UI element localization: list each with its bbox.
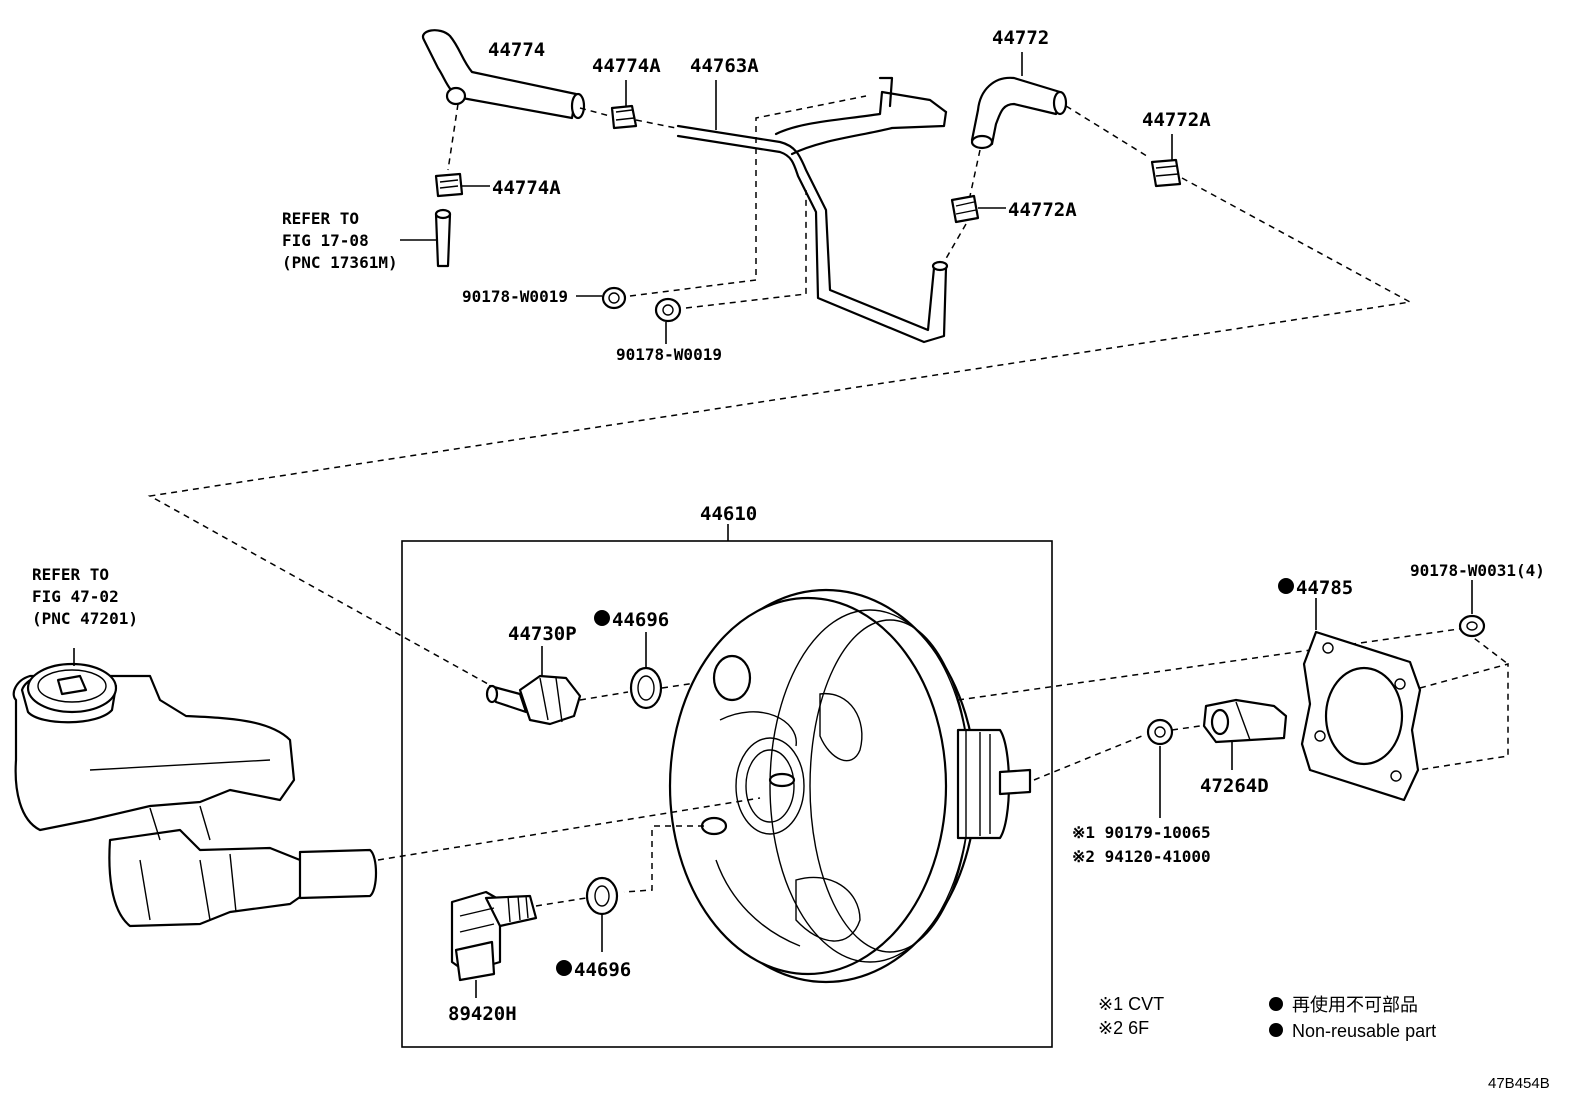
sensor-89420H[interactable] <box>450 890 538 982</box>
label-90178-W0031: 90178-W0031(4) <box>1410 561 1545 580</box>
dash-44772-down <box>969 149 981 197</box>
refer-left-line2: FIG 47-02 <box>32 587 119 606</box>
dash-nut-a <box>629 95 867 297</box>
hose-44774[interactable] <box>421 29 586 120</box>
pipe-refer-17-08 <box>434 208 452 268</box>
label-47264D: 47264D <box>1200 775 1269 797</box>
nut-90178-W0019-b[interactable] <box>654 297 682 323</box>
refer-top-line1: REFER TO <box>282 209 359 228</box>
refer-left-line1: REFER TO <box>32 565 109 584</box>
dash-lower-grommet <box>623 830 653 893</box>
label-90179-10065: ※1 90179-10065 <box>1072 823 1211 842</box>
refer-left-line3: (PNC 47201) <box>32 609 138 628</box>
dash-nut-to-box <box>1465 631 1509 665</box>
nut-90179-10065[interactable] <box>1146 718 1174 746</box>
dash-hose-to-clamp <box>579 107 611 117</box>
dash-booster-to-nut-top <box>957 627 1467 701</box>
label-44696-bottom: 44696 <box>574 959 631 981</box>
non-reusable-dot-44785 <box>1278 578 1294 594</box>
label-94120-41000: ※2 94120-41000 <box>1072 847 1211 866</box>
vacuum-pipe-44763A[interactable] <box>676 76 949 344</box>
label-44774A-top: 44774A <box>592 55 661 77</box>
label-44730P: 44730P <box>508 623 577 645</box>
clamp-44772A-mid[interactable] <box>950 194 980 224</box>
label-44610: 44610 <box>700 503 757 525</box>
nut-90178-W0019-a[interactable] <box>601 286 627 310</box>
dash-mastercyl-to-booster <box>377 797 761 861</box>
label-44774: 44774 <box>488 39 545 61</box>
refer-top-line2: FIG 17-08 <box>282 231 369 250</box>
legend-jp: 再使用不可部品 <box>1292 995 1418 1015</box>
label-44774A-left: 44774A <box>492 177 561 199</box>
dash-sensor-to-grommet <box>535 897 587 907</box>
hose-44772[interactable] <box>970 76 1068 150</box>
dash-nut-b <box>685 190 807 309</box>
dash-clamp-to-pipe <box>635 119 677 129</box>
label-44772A-right: 44772A <box>1142 109 1211 131</box>
master-cylinder-reservoir <box>12 662 378 928</box>
dash-valve-to-grommet <box>579 691 629 701</box>
legend-dot-en <box>1269 1023 1283 1037</box>
non-reusable-dot-44696-top <box>594 610 610 626</box>
label-90178-W0019-a: 90178-W0019 <box>462 287 568 306</box>
clamp-44774A-left[interactable] <box>434 172 464 198</box>
footnote-6f: ※2 6F <box>1098 1018 1149 1038</box>
nut-90178-W0031[interactable] <box>1458 614 1486 638</box>
label-44772A-mid: 44772A <box>1008 199 1077 221</box>
footnote-cvt: ※1 CVT <box>1098 994 1164 1014</box>
dash-44772-right <box>1065 105 1151 159</box>
dash-clamp-to-pipe-end <box>943 223 967 263</box>
dash-44774-to-clamp <box>447 103 459 171</box>
label-89420H: 89420H <box>448 1003 517 1025</box>
check-valve-44730P[interactable] <box>485 674 582 726</box>
booster-assembly-box <box>401 540 1053 1048</box>
clamp-44774A-top[interactable] <box>610 104 638 130</box>
dash-nut-to-clevis <box>1171 725 1201 731</box>
grommet-44696-bottom[interactable] <box>585 876 619 916</box>
gasket-44785[interactable] <box>1300 630 1422 802</box>
clamp-44772A-right[interactable] <box>1150 158 1182 188</box>
label-90178-W0019-b: 90178-W0019 <box>616 345 722 364</box>
legend-en: Non-reusable part <box>1292 1021 1436 1041</box>
vacuum-booster-44610[interactable] <box>668 588 1032 984</box>
dash-long-to-booster <box>147 177 1413 685</box>
dash-gasket-box <box>1417 663 1509 771</box>
label-44763A: 44763A <box>690 55 759 77</box>
label-44772: 44772 <box>992 27 1049 49</box>
grommet-44696-top[interactable] <box>629 666 663 710</box>
label-44696-top: 44696 <box>612 609 669 631</box>
legend-dot-jp <box>1269 997 1283 1011</box>
non-reusable-dot-44696-bottom <box>556 960 572 976</box>
figure-id: 47B454B <box>1488 1075 1550 1092</box>
label-44785: 44785 <box>1296 577 1353 599</box>
clevis-47264D[interactable] <box>1202 698 1288 744</box>
dash-rod-to-nut <box>1033 735 1143 781</box>
refer-top-line3: (PNC 17361M) <box>282 253 398 272</box>
